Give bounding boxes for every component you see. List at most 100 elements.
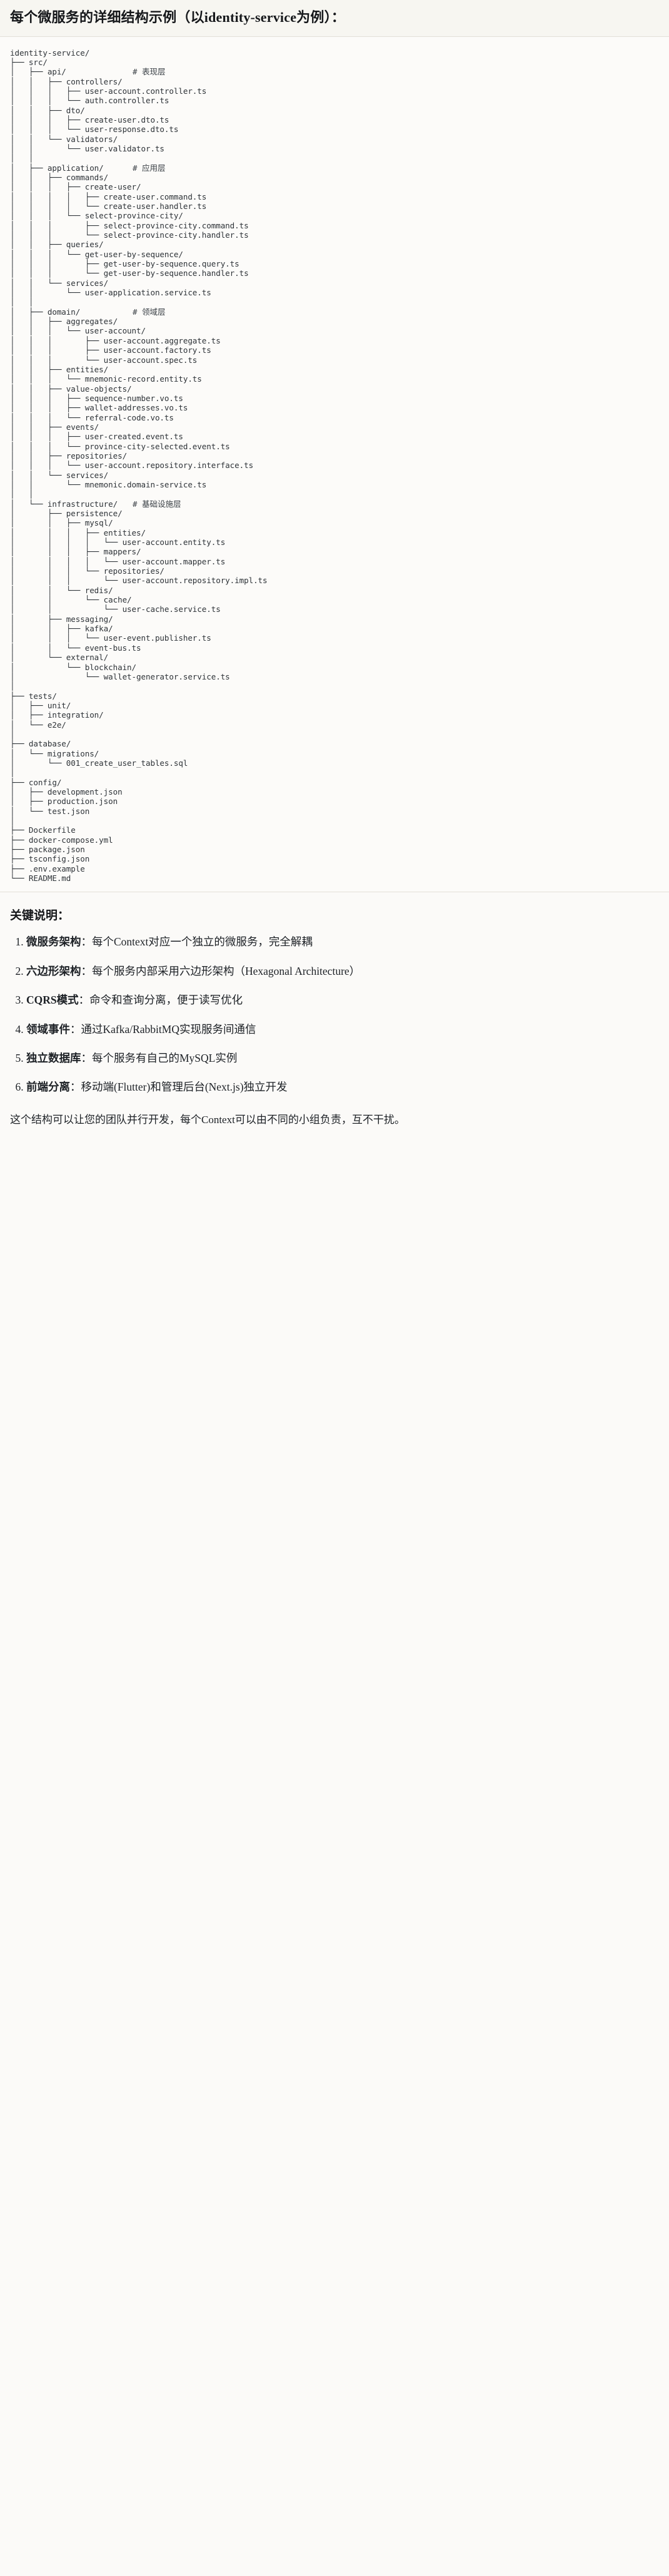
tree-line: │ │ │ └── user-account.spec.ts <box>10 355 659 365</box>
tree-path: │ └── e2e/ <box>10 720 66 730</box>
key-note-item: 独立数据库：每个服务有自己的MySQL实例 <box>26 1051 659 1066</box>
tree-line: │ └── wallet-generator.service.ts <box>10 672 659 681</box>
tree-path: │ │ │ └── mnemonic-record.entity.ts <box>10 374 202 384</box>
tree-path: │ │ │ ├── user-account.factory.ts <box>10 345 211 355</box>
key-note-separator: ： <box>81 1051 93 1064</box>
key-note-separator: ： <box>78 994 90 1007</box>
tree-line: │ │ │ ├── get-user-by-sequence.query.ts <box>10 259 659 268</box>
tree-path: │ │ ├── controllers/ <box>10 76 123 86</box>
key-note-separator: ： <box>81 964 93 977</box>
tree-line: │ │ ├── dto/ <box>10 106 659 115</box>
tree-path: │ │ ├── kafka/ <box>10 624 113 634</box>
tree-line: │ │ │ └── select-province-city/ <box>10 211 659 220</box>
tree-line: │ │ │ │ └── user-account.entity.ts <box>10 537 659 547</box>
tree-path: │ ├── api/ <box>10 67 66 77</box>
key-note-item: 前端分离：移动端(Flutter)和管理后台(Next.js)独立开发 <box>26 1079 659 1095</box>
key-note-separator: ： <box>81 935 93 949</box>
tree-path: │ └── migrations/ <box>10 748 99 758</box>
tree-path: │ ├── persistence/ <box>10 509 123 518</box>
key-note-item: 六边形架构：每个服务内部采用六边形架构（Hexagonal Architectu… <box>26 964 659 979</box>
tree-line: │ │ │ ├── user-account.factory.ts <box>10 345 659 355</box>
key-note-item: 领域事件：通过Kafka/RabbitMQ实现服务间通信 <box>26 1022 659 1037</box>
tree-path: │ ├── messaging/ <box>10 614 113 624</box>
tree-line: │ └── external/ <box>10 653 659 662</box>
tree-line: │ ├── unit/ <box>10 701 659 710</box>
tree-line: │ │ │ └── user-account.repository.impl.t… <box>10 576 659 585</box>
tree-line: │ └── blockchain/ <box>10 663 659 672</box>
tree-path: │ │ └── services/ <box>10 278 109 288</box>
directory-tree: identity-service/├── src/│ ├── api/# 表现层… <box>10 48 659 883</box>
tree-path: │ │ └── user-application.service.ts <box>10 288 211 298</box>
key-notes-section: 关键说明： 微服务架构：每个Context对应一个独立的微服务，完全解耦六边形架… <box>0 892 669 1157</box>
tree-line: │ │ │ │ ├── create-user.command.ts <box>10 192 659 201</box>
tree-path: ├── database/ <box>10 739 71 749</box>
tree-line: │ ├── production.json <box>10 797 659 806</box>
tree-line: │ │ │ └── province-city-selected.event.t… <box>10 442 659 451</box>
tree-path: │ │ │ └── user-response.dto.ts <box>10 125 179 135</box>
closing-paragraph: 这个结构可以让您的团队并行开发，每个Context可以由不同的小组负责，互不干扰… <box>10 1113 405 1126</box>
tree-path: ├── docker-compose.yml <box>10 835 113 845</box>
tree-path: ├── Dockerfile <box>10 825 76 835</box>
tree-path: │ └── test.json <box>10 806 90 816</box>
tree-path: │ └── 001_create_user_tables.sql <box>10 758 188 768</box>
tree-path: │ │ │ │ └── user-account.mapper.ts <box>10 556 226 566</box>
tree-path: ├── config/ <box>10 777 62 787</box>
tree-path: │ │ ├── queries/ <box>10 240 104 250</box>
key-note-item: 微服务架构：每个Context对应一个独立的微服务，完全解耦 <box>26 934 659 950</box>
tree-path: ├── src/ <box>10 57 48 67</box>
tree-line: │ └── e2e/ <box>10 720 659 730</box>
tree-path: │ │ │ ├── entities/ <box>10 527 146 537</box>
tree-path: │ │ ├── mysql/ <box>10 518 113 528</box>
tree-line: │ ├── integration/ <box>10 710 659 720</box>
tree-path: ├── tsconfig.json <box>10 854 90 864</box>
tree-path: │ │ └── user.validator.ts <box>10 143 164 153</box>
tree-path: │ ├── development.json <box>10 787 123 797</box>
tree-line: │ ├── messaging/ <box>10 614 659 624</box>
tree-line: │ │ │ └── mnemonic-record.entity.ts <box>10 374 659 384</box>
key-note-description: 每个Context对应一个独立的微服务，完全解耦 <box>92 935 313 949</box>
tree-line: │ │ │ └── user-response.dto.ts <box>10 125 659 134</box>
tree-line: │ │ ├── aggregates/ <box>10 317 659 326</box>
tree-path: │ │ │ └── province-city-selected.event.t… <box>10 441 230 451</box>
tree-path: │ │ ├── repositories/ <box>10 451 128 461</box>
tree-path: │ <box>10 768 15 778</box>
tree-line: │ │ ├── entities/ <box>10 365 659 374</box>
tree-line: ├── Dockerfile <box>10 825 659 835</box>
tree-path: │ │ ├── value-objects/ <box>10 384 132 394</box>
tree-path: │ │ │ ├── mappers/ <box>10 547 141 557</box>
tree-path: ├── tests/ <box>10 691 57 701</box>
tree-line: │ │ └── cache/ <box>10 595 659 604</box>
key-note-term: CQRS模式 <box>26 994 79 1007</box>
tree-path: │ │ │ └── get-user-by-sequence.handler.t… <box>10 268 249 278</box>
key-notes-list: 微服务架构：每个Context对应一个独立的微服务，完全解耦六边形架构：每个服务… <box>10 934 659 1095</box>
tree-path: │ │ ├── dto/ <box>10 105 85 115</box>
tree-line: ├── config/ <box>10 778 659 787</box>
tree-line: │ └── test.json <box>10 807 659 816</box>
tree-path: │ │ │ └── auth.controller.ts <box>10 96 169 106</box>
tree-line: │ │ <box>10 153 659 163</box>
tree-line: │ │ │ │ └── create-user.handler.ts <box>10 201 659 211</box>
tree-line: │ │ │ ├── mappers/ <box>10 547 659 556</box>
tree-line: │ │ ├── kafka/ <box>10 624 659 633</box>
tree-line: │ │ │ └── user-account/ <box>10 326 659 335</box>
tree-line: ├── package.json <box>10 845 659 854</box>
tree-line: │ │ │ └── user-event.publisher.ts <box>10 633 659 643</box>
tree-path: │ │ └── event-bus.ts <box>10 643 141 653</box>
tree-path: │ │ │ ├── create-user/ <box>10 182 141 192</box>
tree-path: │ │ │ ├── create-user.dto.ts <box>10 115 169 125</box>
tree-line: │ │ ├── queries/ <box>10 240 659 249</box>
tree-path: │ │ │ │ └── create-user.handler.ts <box>10 201 207 211</box>
key-note-term: 六边形架构 <box>26 964 81 977</box>
tree-path: │ │ ├── aggregates/ <box>10 317 118 327</box>
tree-path: │ │ │ ├── wallet-addresses.vo.ts <box>10 403 188 413</box>
key-note-item: CQRS模式：命令和查询分离，便于读写优化 <box>26 992 659 1008</box>
tree-path: │ │ <box>10 297 34 307</box>
tree-path: │ └── infrastructure/ <box>10 499 118 509</box>
tree-line: │ │ │ ├── create-user/ <box>10 182 659 191</box>
tree-line: identity-service/ <box>10 48 659 58</box>
key-note-separator: ： <box>70 1081 81 1094</box>
tree-line: │ ├── application/# 应用层 <box>10 163 659 173</box>
tree-path: │ │ ├── commands/ <box>10 172 109 182</box>
tree-path: │ │ │ │ └── user-account.entity.ts <box>10 537 226 547</box>
